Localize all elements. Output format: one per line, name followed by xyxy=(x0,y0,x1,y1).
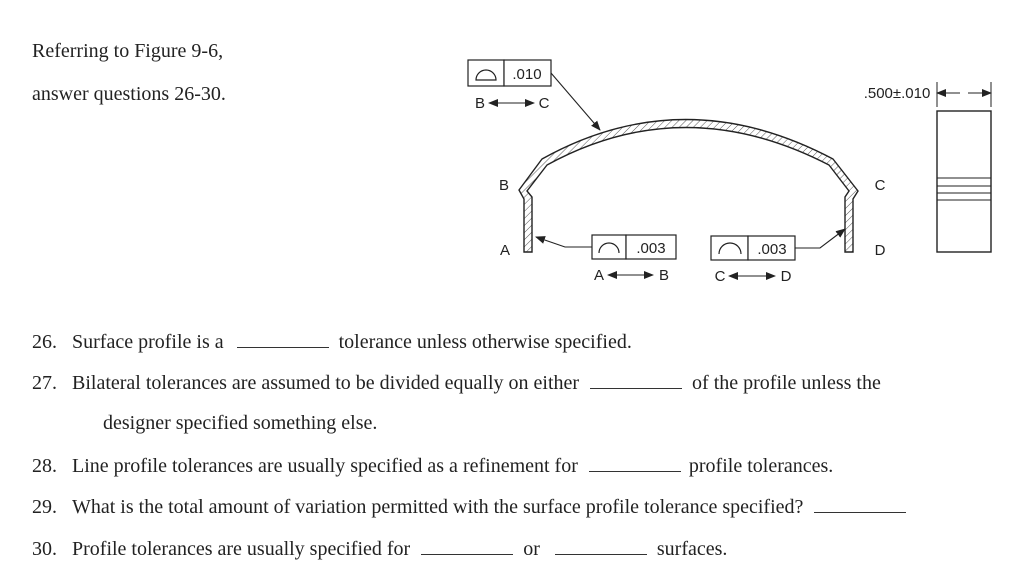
question-text: What is the total amount of variation pe… xyxy=(72,496,804,518)
answer-blank-26[interactable] xyxy=(236,330,329,348)
fcf-right-datum-to: D xyxy=(781,268,792,285)
question-number: 30. xyxy=(32,538,57,560)
question-text: Bilateral tolerances are assumed to be d… xyxy=(72,372,580,394)
fcf-left: .003 A B xyxy=(535,234,677,284)
leader-top xyxy=(550,72,601,131)
question-text: Profile tolerances are usually specified… xyxy=(72,538,411,560)
question-number: 28. xyxy=(32,455,57,477)
fcf-left-datum-to: B xyxy=(659,267,669,284)
question-26: 26. Surface profile is a tolerance unles… xyxy=(32,330,632,354)
answer-blank-28[interactable] xyxy=(588,454,681,472)
fcf-top-datum-from: B xyxy=(475,95,485,112)
question-number: 27. xyxy=(32,372,57,394)
question-28: 28. Line profile tolerances are usually … xyxy=(32,454,833,478)
label-a: A xyxy=(500,242,510,259)
question-27: 27. Bilateral tolerances are assumed to … xyxy=(32,371,881,395)
question-number: 26. xyxy=(32,331,57,353)
leader-right xyxy=(795,228,846,249)
fcf-top-value: .010 xyxy=(512,66,541,83)
intro-line-1: Referring to Figure 9-6, xyxy=(32,40,224,62)
question-text: Surface profile is a xyxy=(72,331,224,353)
figure-9-6: .010 B C B A C D .003 A B .003 C D xyxy=(467,59,992,285)
answer-blank-27[interactable] xyxy=(590,371,683,389)
intro-line-2: answer questions 26-30. xyxy=(32,83,226,105)
answer-blank-30b[interactable] xyxy=(554,537,647,555)
width-dimension: .500±.010 xyxy=(864,85,931,102)
fcf-right: .003 C D xyxy=(710,228,846,285)
question-29: 29. What is the total amount of variatio… xyxy=(32,495,907,519)
fcf-top-datum-to: C xyxy=(539,95,550,112)
question-text: tolerance unless otherwise specified. xyxy=(338,331,632,353)
fcf-top: .010 B C xyxy=(467,59,601,131)
part-section xyxy=(518,118,859,253)
question-27-continuation: designer specified something else. xyxy=(103,412,378,434)
label-b: B xyxy=(499,177,509,194)
label-d: D xyxy=(875,242,886,259)
answer-blank-29[interactable] xyxy=(814,495,907,513)
fcf-right-value: .003 xyxy=(757,241,786,258)
answer-blank-30a[interactable] xyxy=(421,537,514,555)
leader-left xyxy=(535,236,592,248)
question-text: Line profile tolerances are usually spec… xyxy=(72,455,578,477)
question-30: 30. Profile tolerances are usually speci… xyxy=(32,537,727,561)
question-text: profile tolerances. xyxy=(688,455,834,477)
question-text: or xyxy=(523,538,540,560)
question-number: 29. xyxy=(32,496,57,518)
line-profile-icon xyxy=(718,242,742,255)
label-c: C xyxy=(875,177,886,194)
surface-profile-icon xyxy=(475,69,497,81)
question-text: surfaces. xyxy=(656,538,728,560)
side-view: .500±.010 xyxy=(864,82,992,253)
fcf-left-value: .003 xyxy=(636,240,665,257)
line-profile-icon xyxy=(598,242,620,254)
fcf-left-datum-from: A xyxy=(594,267,604,284)
fcf-right-datum-from: C xyxy=(715,268,726,285)
question-text: of the profile unless the xyxy=(692,372,881,394)
